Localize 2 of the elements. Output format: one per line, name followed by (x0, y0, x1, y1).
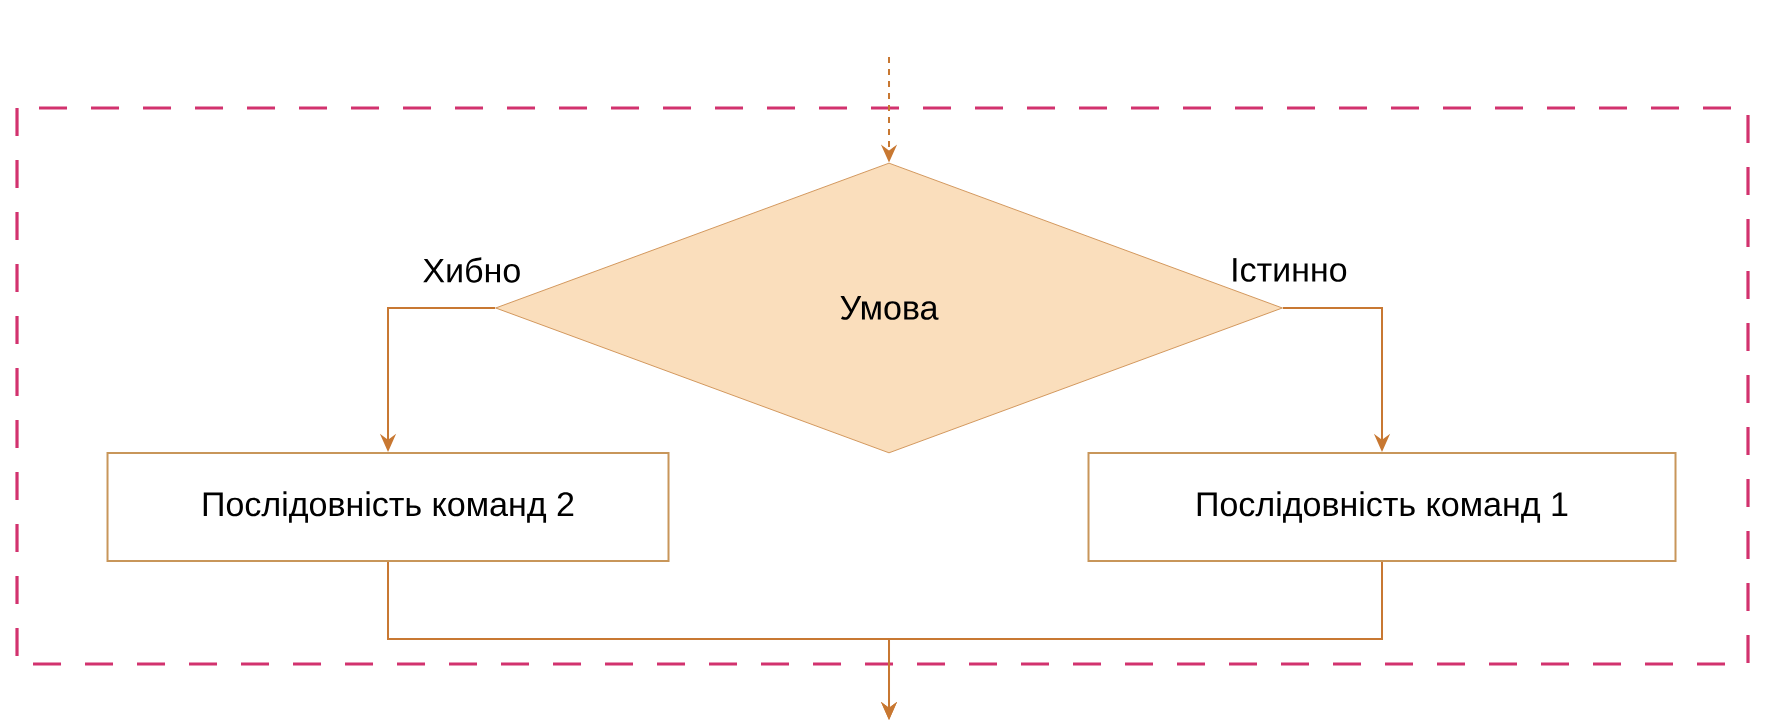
process-box: Послідовність команд 2 (106, 452, 670, 562)
process-box: Послідовність команд 1 (1087, 452, 1677, 562)
